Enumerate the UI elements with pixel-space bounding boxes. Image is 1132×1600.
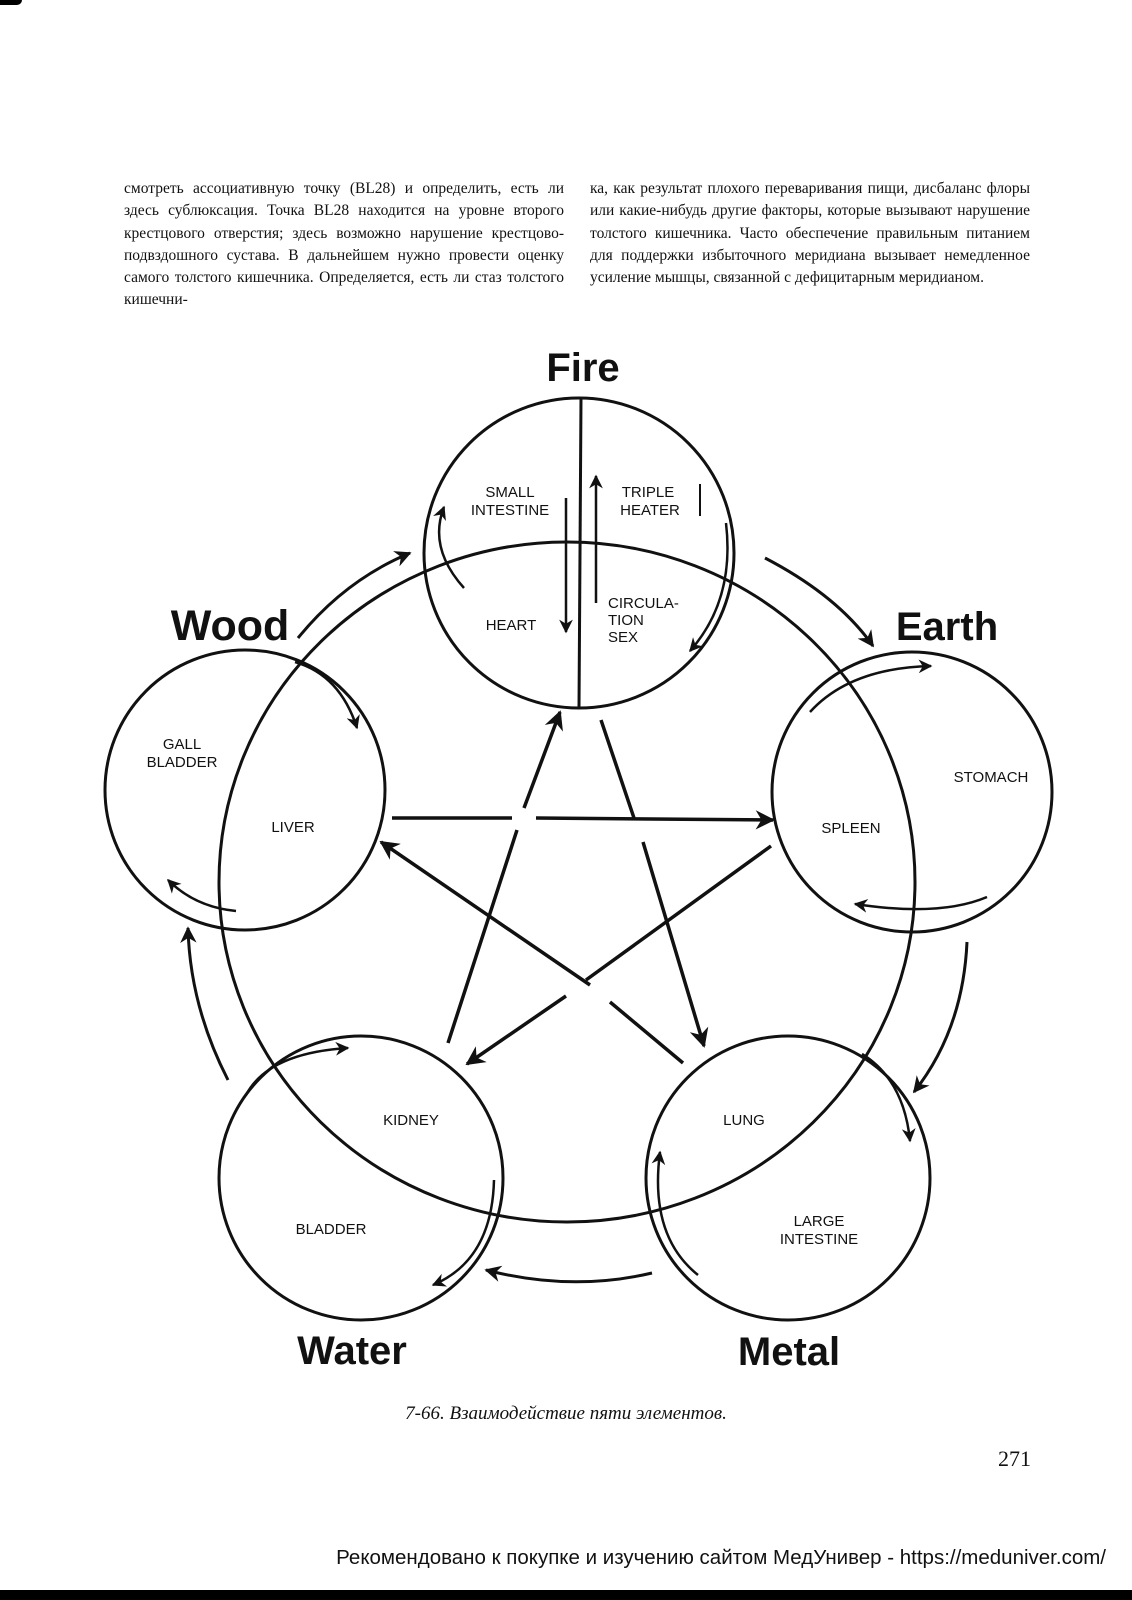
arrow-earth-cycle-upper bbox=[809, 659, 933, 713]
text-column-right: ка, как результат плохого переваривания … bbox=[590, 180, 1030, 287]
sheng-cycle-ring bbox=[217, 540, 917, 1224]
organ-label-liver: LIVER bbox=[271, 819, 315, 836]
arrow-earth-cycle-lower bbox=[853, 895, 988, 913]
fire-divider-line bbox=[577, 397, 583, 709]
page-number: 271 bbox=[998, 1446, 1031, 1471]
figure-caption: 7-66. Взаимодействие пяти элементов. bbox=[405, 1403, 727, 1424]
organ-label-kidney: KIDNEY bbox=[383, 1112, 439, 1129]
organ-label-lung: LUNG bbox=[723, 1112, 765, 1129]
arrow-wood-to-fire bbox=[296, 551, 412, 639]
arrow-wood-cycle-lower bbox=[167, 879, 237, 913]
arrow-water-cycle-upper bbox=[244, 1041, 350, 1096]
organ-label-bladder: BLADDER bbox=[296, 1221, 367, 1238]
element-label-metal: Metal bbox=[738, 1330, 840, 1374]
element-label-fire: Fire bbox=[546, 346, 619, 390]
arrow-fire-to-earth bbox=[764, 556, 875, 648]
footer-recommendation: Рекомендовано к покупке и изучению сайто… bbox=[336, 1546, 1106, 1569]
arrow-lung-to-liver bbox=[381, 842, 685, 1065]
element-label-water: Water bbox=[297, 1329, 407, 1373]
arrow-water-cycle-lower bbox=[431, 1179, 496, 1287]
metal-circle bbox=[644, 1034, 932, 1322]
arrow-metal-to-water bbox=[484, 1265, 653, 1284]
earth-circle bbox=[770, 650, 1054, 934]
organ-label-heart: HEART bbox=[486, 617, 537, 634]
arrow-circulation-to-lung bbox=[599, 719, 704, 1046]
arrow-liver-to-spleen bbox=[392, 818, 773, 820]
arrow-spleen-to-kidney bbox=[467, 844, 773, 1064]
arrow-metal-cycle-upper bbox=[861, 1052, 916, 1143]
arrow-wood-cycle-upper bbox=[294, 660, 360, 730]
scan-corner-mark bbox=[0, 0, 22, 5]
arrow-triple-heater-cycle bbox=[689, 522, 729, 653]
element-label-wood: Wood bbox=[171, 602, 290, 650]
water-circle bbox=[217, 1034, 505, 1322]
wood-circle bbox=[103, 648, 387, 932]
element-label-earth: Earth bbox=[896, 605, 998, 649]
organ-label-stomach: STOMACH bbox=[954, 769, 1029, 786]
arrow-metal-cycle-lower bbox=[651, 1150, 699, 1276]
text-column-left: смотреть ассоциативную точку (BL28) и оп… bbox=[124, 180, 564, 309]
arrow-earth-to-metal bbox=[912, 941, 969, 1094]
scan-bottom-border bbox=[0, 1590, 1132, 1600]
arrow-water-to-wood bbox=[180, 926, 230, 1081]
organ-label-spleen: SPLEEN bbox=[821, 820, 880, 837]
arrow-small-intestine-cycle bbox=[433, 505, 465, 589]
arrow-kidney-to-heart bbox=[446, 712, 560, 1044]
